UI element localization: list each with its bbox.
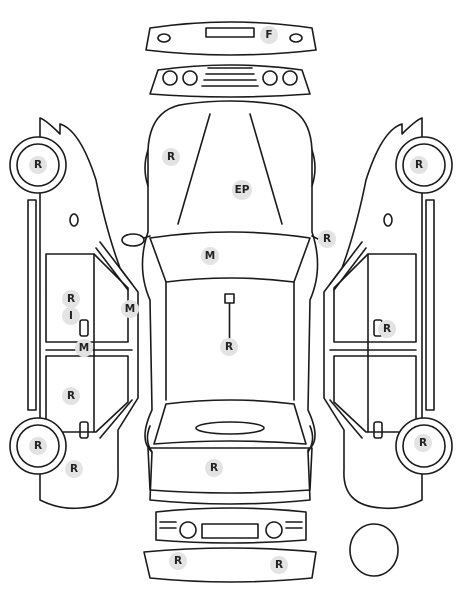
svg-text:R: R xyxy=(167,151,175,163)
svg-text:M: M xyxy=(125,303,135,315)
marker-windshield[interactable]: M xyxy=(201,247,219,265)
marker-hood[interactable]: R xyxy=(162,148,180,166)
svg-text:I: I xyxy=(69,310,73,322)
marker-left-mirror[interactable]: M xyxy=(121,300,139,318)
svg-text:F: F xyxy=(265,29,272,41)
marker-roof[interactable]: R xyxy=(220,338,238,356)
svg-text:M: M xyxy=(205,250,215,262)
svg-text:R: R xyxy=(34,440,42,452)
front-bumper xyxy=(145,21,317,56)
svg-text:R: R xyxy=(67,293,75,305)
svg-text:R: R xyxy=(34,159,42,171)
svg-text:R: R xyxy=(383,323,391,335)
svg-text:R: R xyxy=(70,463,78,475)
svg-text:M: M xyxy=(79,342,89,354)
marker-left-rear-door[interactable]: R xyxy=(62,387,80,405)
svg-text:R: R xyxy=(210,462,218,474)
marker-right-mirror[interactable]: R xyxy=(318,230,336,248)
marker-left-rear-wheel-arch[interactable]: R xyxy=(65,460,83,478)
marker-right-rear-wheel[interactable]: R xyxy=(414,434,432,452)
marker-left-front-wheel[interactable]: R xyxy=(29,156,47,174)
marker-rear-bumper-right[interactable]: R xyxy=(270,556,288,574)
svg-text:R: R xyxy=(323,233,331,245)
right-side-view xyxy=(323,117,453,510)
svg-text:R: R xyxy=(174,555,182,567)
marker-left-front-door-m[interactable]: M xyxy=(75,339,93,357)
svg-text:R: R xyxy=(415,159,423,171)
marker-right-front-door[interactable]: R xyxy=(378,320,396,338)
svg-text:R: R xyxy=(67,390,75,402)
marker-right-front-wheel[interactable]: R xyxy=(410,156,428,174)
svg-text:R: R xyxy=(225,341,233,353)
spare-wheel xyxy=(349,523,399,577)
marker-left-rear-wheel[interactable]: R xyxy=(29,437,47,455)
marker-rear-bumper-left[interactable]: R xyxy=(169,552,187,570)
marker-hood-ep[interactable]: EP xyxy=(232,180,252,200)
marker-left-front-door-i[interactable]: I xyxy=(62,307,80,325)
svg-text:R: R xyxy=(275,559,283,571)
rear-fascia xyxy=(155,507,307,544)
svg-text:R: R xyxy=(419,437,427,449)
front-fascia xyxy=(149,64,311,98)
rear-bumper xyxy=(143,547,317,583)
car-body-top-view xyxy=(121,100,321,505)
marker-left-front-door-r[interactable]: R xyxy=(62,290,80,308)
svg-text:EP: EP xyxy=(235,184,250,196)
marker-trunk[interactable]: R xyxy=(205,459,223,477)
marker-front-bumper[interactable]: F xyxy=(260,26,278,44)
